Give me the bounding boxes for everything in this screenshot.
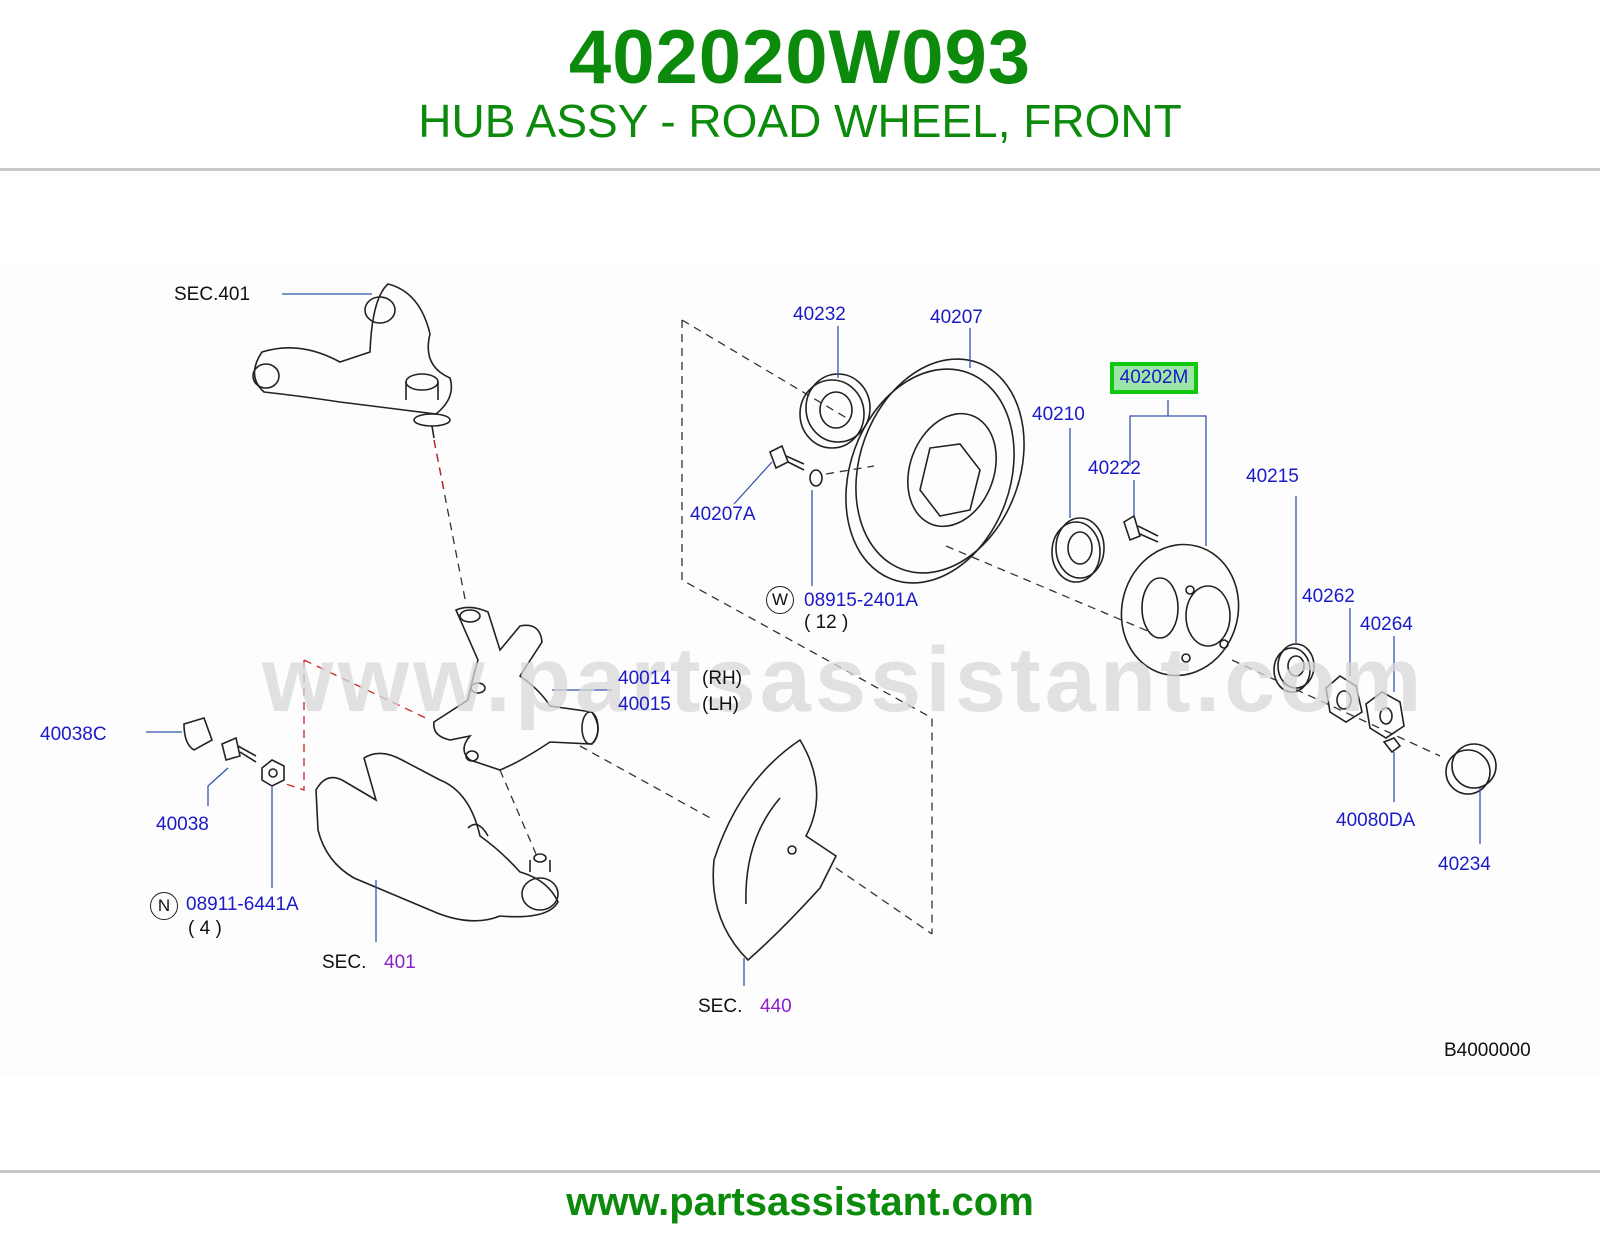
diagram-background (0, 262, 1600, 1077)
bolt-40207a (768, 444, 805, 471)
footer-divider (0, 1170, 1600, 1173)
highlighted-part-40202m[interactable]: 40202M (1110, 362, 1198, 394)
label-sec-440-link[interactable]: 440 (760, 996, 792, 1017)
nut-symbol: N (150, 892, 178, 920)
label-sec-401-top: SEC.401 (174, 284, 251, 305)
leader-lines (146, 293, 1481, 986)
lower-control-arm (315, 752, 559, 922)
label-40080da[interactable]: 40080DA (1336, 810, 1416, 831)
lock-washer-40264 (1365, 691, 1405, 739)
nut-40080da (1382, 737, 1402, 754)
label-sec-shield: SEC. (698, 996, 743, 1017)
label-40202m: 40202M (1119, 367, 1189, 388)
washer-08915 (809, 469, 823, 487)
label-40207a[interactable]: 40207A (690, 504, 756, 525)
label-qty-12: ( 12 ) (804, 612, 849, 633)
nut-08911 (261, 759, 285, 787)
label-lh: (LH) (702, 694, 739, 715)
bolt-40038 (221, 736, 257, 763)
label-40210[interactable]: 40210 (1032, 404, 1085, 425)
label-40014[interactable]: 40014 (618, 668, 671, 689)
label-40215[interactable]: 40215 (1246, 466, 1299, 487)
hub-40202m (1120, 543, 1240, 677)
footer-website-link[interactable]: www.partsassistant.com (566, 1180, 1034, 1224)
label-sec-401-link[interactable]: 401 (384, 952, 416, 973)
label-40038[interactable]: 40038 (156, 814, 209, 835)
dust-shield (712, 738, 838, 962)
label-qty-4: ( 4 ) (188, 918, 222, 939)
upper-control-arm (252, 283, 453, 439)
label-40264[interactable]: 40264 (1360, 614, 1413, 635)
assembly-outline (433, 319, 1441, 935)
washer-symbol: W (766, 586, 794, 614)
header-divider (0, 168, 1600, 171)
label-40222[interactable]: 40222 (1088, 458, 1141, 479)
watermark-text: www.partsassistant.com (262, 629, 1426, 731)
wheel-stud-40222 (1123, 514, 1159, 543)
part-number-title: 402020W093 (568, 15, 1032, 100)
label-40234[interactable]: 40234 (1438, 854, 1491, 875)
label-40038c[interactable]: 40038C (40, 724, 107, 745)
label-08915-2401a[interactable]: 08915-2401A (804, 590, 919, 611)
label-40232[interactable]: 40232 (793, 304, 846, 325)
disc-rotor-40207 (845, 358, 1025, 584)
cap-40234 (1445, 743, 1497, 795)
label-rh: (RH) (702, 668, 743, 689)
red-reference-lines (285, 439, 445, 791)
bushing-40038c (183, 717, 213, 751)
label-sec-lower: SEC. (322, 952, 367, 973)
steering-knuckle (433, 606, 599, 771)
label-08911-6441a[interactable]: 08911-6441A (186, 894, 299, 915)
label-40207[interactable]: 40207 (930, 307, 983, 328)
label-40015[interactable]: 40015 (618, 694, 671, 715)
page-header: 402020W093 HUB ASSY - ROAD WHEEL, FRONT (0, 0, 1600, 170)
label-40262[interactable]: 40262 (1302, 586, 1355, 607)
part-description: HUB ASSY - ROAD WHEEL, FRONT (418, 95, 1182, 147)
washer-40262 (1325, 675, 1363, 723)
diagram-code: B4000000 (1444, 1040, 1531, 1061)
bearing-40210 (1051, 517, 1105, 583)
